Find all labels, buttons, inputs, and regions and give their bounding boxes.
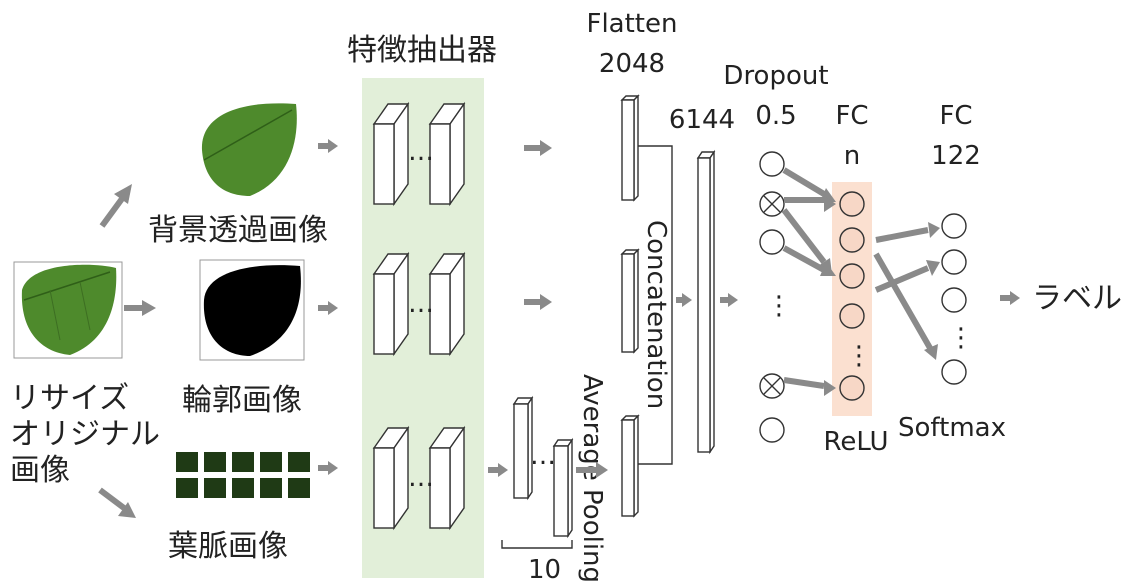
extractor-ellipsis-3: …: [408, 463, 434, 493]
original-image: [13, 261, 123, 359]
relu-label: ReLU: [823, 427, 888, 457]
dropout-vdots: ⋮: [766, 291, 792, 321]
average-pooling-label: Average Pooling: [577, 374, 607, 583]
transparent-bg-label: 背景透過画像: [148, 213, 328, 248]
pool-count-label: 10: [528, 555, 561, 585]
extractor-ellipsis-1: …: [408, 137, 434, 167]
output-label: ラベル: [1032, 281, 1122, 316]
feature-extractor-label: 特徴抽出器: [347, 33, 497, 68]
softmax-label: Softmax: [898, 413, 1006, 443]
extractor-ellipsis-2: …: [408, 289, 434, 319]
concatenation-label: Concatenation: [641, 220, 671, 409]
dense-arrows-2: [873, 222, 940, 360]
flatten-label: Flatten: [587, 9, 678, 39]
input-label-line3: 画像: [10, 453, 70, 488]
contour-image: [199, 259, 305, 361]
pooling-to-flatten-arrowhead: [596, 462, 608, 478]
concat-bracket: [638, 145, 673, 465]
flatten-size-label: 2048: [599, 49, 665, 79]
dropout-arrowhead: [728, 293, 738, 307]
extractor-output-arrows: [488, 140, 552, 477]
fc2-label: FC: [939, 101, 972, 131]
relu-nodes: [839, 191, 865, 401]
fc1-size-label: n: [844, 141, 860, 171]
softmax-vdots: ⋮: [948, 323, 974, 353]
contour-label: 輪郭画像: [182, 383, 302, 418]
extractor-input-arrows: [318, 139, 338, 475]
concat-arrowhead: [682, 293, 692, 307]
pooling-ellipsis: …: [530, 441, 556, 471]
flatten-vectors: [620, 94, 640, 518]
input-label-line1: リサイズ: [10, 381, 129, 416]
extractor-layers: [372, 101, 466, 531]
fc2-size-label: 122: [931, 141, 981, 171]
concat-vector: [696, 149, 716, 455]
transparent-bg-image: [198, 98, 298, 198]
relu-vdots: ⋮: [846, 341, 872, 371]
input-arrows: [98, 184, 156, 518]
dropout-label: Dropout: [723, 61, 828, 91]
dense-arrows-1: [781, 167, 836, 396]
dropout-nodes: [759, 151, 785, 443]
vein-tiles: [176, 452, 310, 498]
fc1-label: FC: [835, 101, 868, 131]
softmax-nodes: [941, 213, 967, 385]
concat-size-label: 6144: [669, 105, 735, 135]
input-label-line2: オリジナル: [10, 417, 160, 452]
output-arrowhead: [1010, 291, 1020, 305]
pooling-blocks: [501, 395, 574, 549]
dropout-rate-label: 0.5: [755, 101, 796, 131]
vein-label: 葉脈画像: [168, 529, 288, 564]
